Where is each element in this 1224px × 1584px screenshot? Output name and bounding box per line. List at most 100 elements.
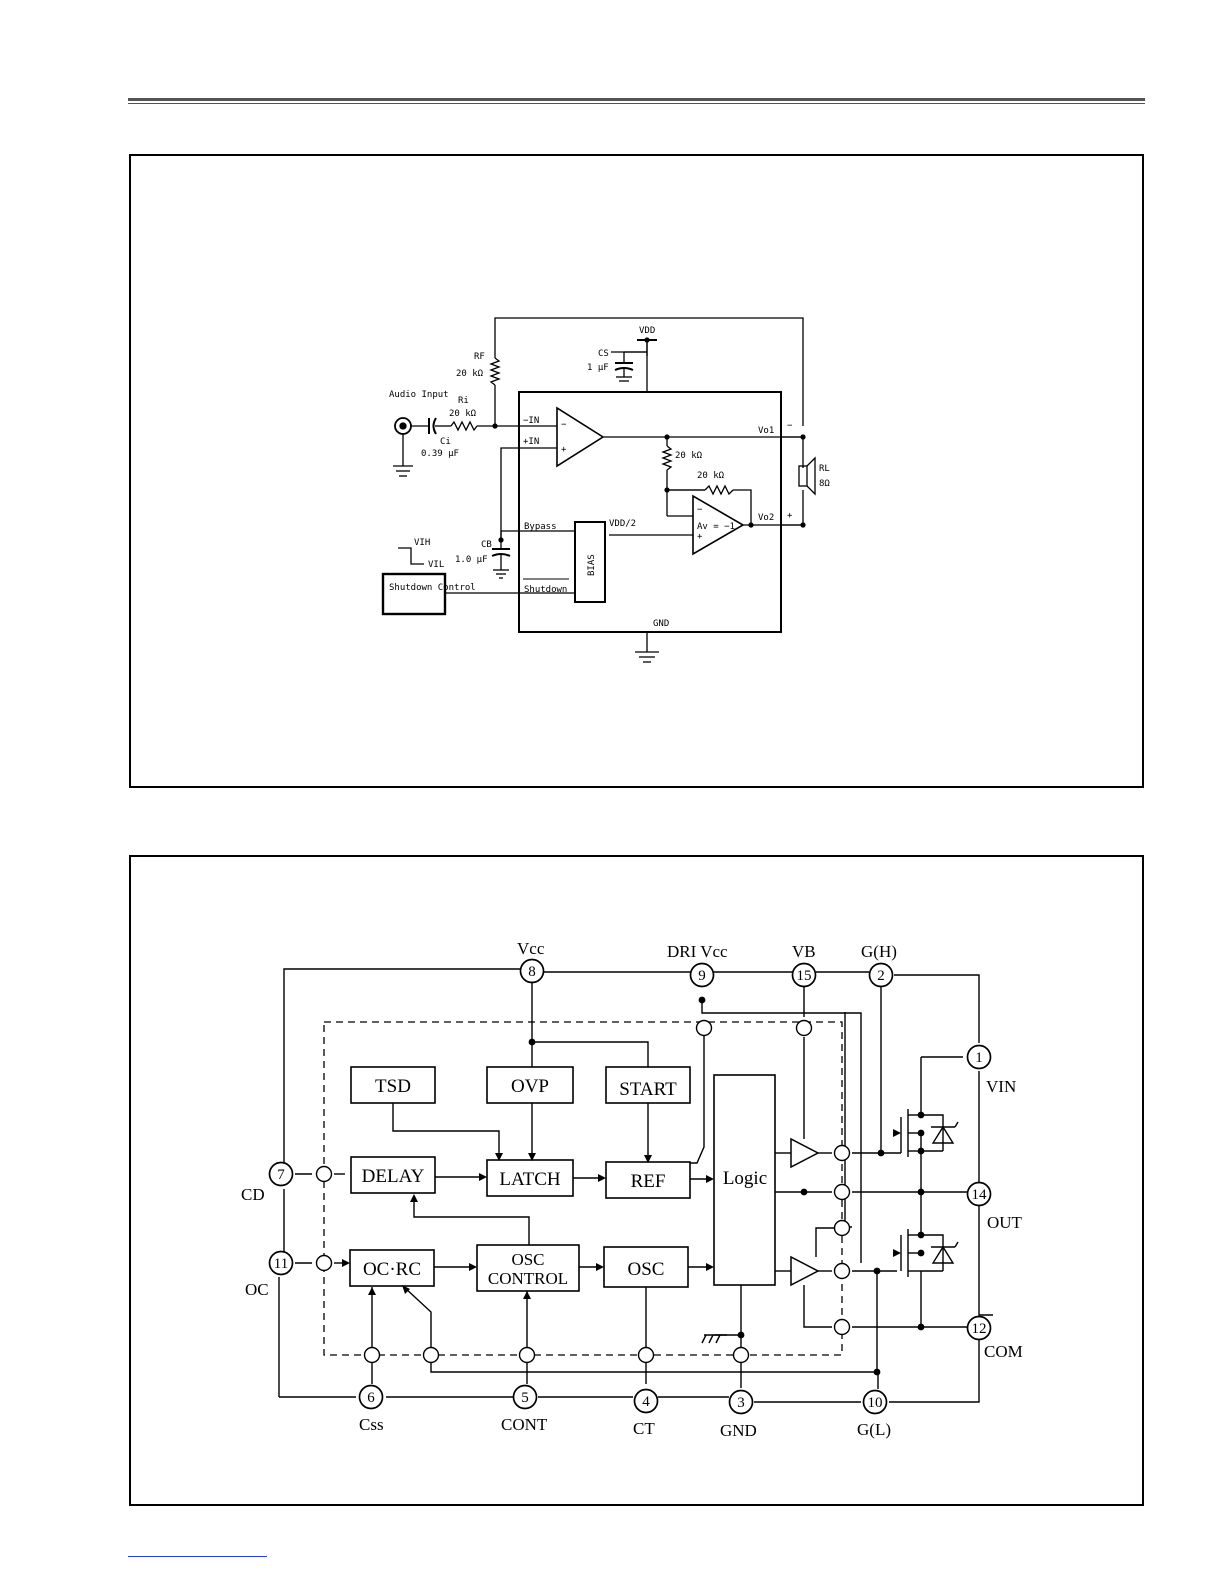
plus-in-label: +IN bbox=[523, 437, 539, 447]
outer-bus-top-left bbox=[283, 968, 532, 1163]
opamp2-minus: − bbox=[697, 505, 703, 515]
pin-3-number: 3 bbox=[737, 1395, 745, 1411]
pin-15-number: 15 bbox=[797, 968, 812, 984]
pin-7-number: 7 bbox=[277, 1167, 285, 1183]
speaker-cone bbox=[806, 456, 816, 496]
opamp1-plus: + bbox=[561, 445, 567, 455]
controller-block-diagram-panel: TSD OVP START DELAY LATCH REF Logic OC·R… bbox=[129, 855, 1144, 1506]
pin-10-number: 10 bbox=[868, 1395, 883, 1411]
ci-capacitor-plate2 bbox=[432, 417, 437, 435]
header-rule-thin bbox=[128, 103, 1145, 104]
block-osc-control bbox=[476, 1244, 580, 1292]
pin-circles bbox=[268, 958, 992, 1415]
diode-high bbox=[931, 1125, 955, 1144]
osc-control-label-1: OSC bbox=[511, 1250, 544, 1269]
logic-label: Logic bbox=[723, 1168, 767, 1189]
pin-2-label: G(H) bbox=[861, 942, 897, 961]
footer-link-underline bbox=[128, 1556, 267, 1557]
r-fb-label: 20 kΩ bbox=[697, 471, 725, 481]
minus-in-label: −IN bbox=[523, 416, 539, 426]
ci-value: 0.39 µF bbox=[421, 449, 459, 459]
vo1-label: Vo1 bbox=[758, 426, 774, 436]
opamp1-minus: − bbox=[561, 420, 567, 430]
pin-9-label: DRI Vcc bbox=[667, 942, 728, 961]
vcc-to-start bbox=[531, 982, 649, 1067]
latch-label: LATCH bbox=[499, 1169, 561, 1190]
vih-label: VIH bbox=[414, 538, 430, 548]
opamp-2 bbox=[692, 494, 745, 556]
pin-1-label: VIN bbox=[986, 1077, 1016, 1096]
amplifier-schematic-panel: Audio Input Ci 0.39 µF Ri 20 kΩ RF 20 kΩ… bbox=[129, 154, 1144, 788]
vih-vil-pulse bbox=[398, 547, 424, 565]
pin-12-number: 12 bbox=[972, 1321, 987, 1337]
pin-10-label: G(L) bbox=[857, 1420, 891, 1439]
ic-body bbox=[518, 391, 782, 633]
arrow-heads bbox=[342, 1129, 901, 1299]
speaker-minus: − bbox=[787, 421, 793, 431]
vo2-label: Vo2 bbox=[758, 513, 774, 523]
speaker-plus: + bbox=[787, 511, 793, 521]
gnd-label: GND bbox=[653, 619, 669, 629]
plus-in-wire bbox=[500, 447, 557, 540]
bypass-label: Bypass bbox=[524, 522, 557, 532]
opamp-1 bbox=[556, 406, 605, 468]
pin-8-number: 8 bbox=[528, 964, 536, 980]
audio-input-label: Audio Input bbox=[389, 390, 449, 400]
pin-6-label: Css bbox=[359, 1415, 384, 1434]
dri-vcc-bus bbox=[701, 1000, 862, 1263]
ref-to-dri-vcc bbox=[690, 1036, 705, 1164]
cs-name: CS bbox=[598, 349, 609, 359]
amplifier-schematic: Audio Input Ci 0.39 µF Ri 20 kΩ RF 20 kΩ… bbox=[381, 317, 830, 663]
start-label: START bbox=[619, 1079, 677, 1100]
audio-jack-center bbox=[399, 422, 407, 430]
shutdown-control-label: Shutdown Control bbox=[389, 583, 476, 593]
controller-block-diagram: TSD OVP START DELAY LATCH REF Logic OC·R… bbox=[241, 939, 1023, 1440]
opamp2-plus: + bbox=[697, 532, 703, 542]
cs-value: 1 µF bbox=[587, 363, 609, 373]
outer-bus-top-right bbox=[894, 974, 980, 1043]
pin-4-number: 4 bbox=[642, 1394, 650, 1410]
av-label: Av = −1 bbox=[697, 522, 735, 532]
shutdown-pin-label: Shutdown bbox=[524, 585, 567, 595]
pin-9-number: 9 bbox=[698, 968, 706, 984]
cs-plate2 bbox=[614, 367, 634, 371]
block-ocrc bbox=[349, 1249, 435, 1287]
ri-value: 20 kΩ bbox=[449, 409, 477, 419]
r-fb-resistor bbox=[704, 484, 734, 496]
block-delay bbox=[350, 1156, 436, 1194]
internal-nodes bbox=[315, 1019, 851, 1364]
ci-name: Ci bbox=[440, 437, 451, 447]
pin-1-number: 1 bbox=[975, 1050, 983, 1066]
r-mid-label: 20 kΩ bbox=[675, 451, 703, 461]
pin-4-label: CT bbox=[633, 1419, 655, 1438]
rl-name: RL bbox=[819, 464, 830, 474]
tsd-label: TSD bbox=[375, 1076, 411, 1097]
junction-dots bbox=[528, 996, 925, 1376]
pin-3-label: GND bbox=[720, 1421, 757, 1440]
cb-value: 1.0 µF bbox=[455, 555, 488, 565]
r-mid-resistor bbox=[661, 445, 673, 471]
rf-feedback-wire bbox=[494, 317, 804, 426]
diode-low bbox=[931, 1245, 955, 1264]
outer-bus-right-com bbox=[978, 1205, 993, 1316]
vdd-label: VDD bbox=[639, 326, 655, 336]
pin-14-label: OUT bbox=[987, 1213, 1023, 1232]
block-logic bbox=[713, 1074, 776, 1286]
rl-value: 8Ω bbox=[819, 479, 830, 489]
rf-value: 20 kΩ bbox=[456, 369, 484, 379]
ri-name: Ri bbox=[458, 396, 469, 406]
bias-block bbox=[574, 521, 606, 603]
ocrc-label: OC·RC bbox=[363, 1259, 421, 1280]
pin-11-number: 11 bbox=[274, 1256, 288, 1272]
driver-buffer-high bbox=[790, 1137, 820, 1169]
pin-5-number: 5 bbox=[521, 1390, 529, 1406]
pin-8-label: Vcc bbox=[517, 939, 545, 958]
pin-2-number: 2 bbox=[877, 968, 885, 984]
vdd-half-label: VDD/2 bbox=[609, 519, 636, 529]
vil-label: VIL bbox=[428, 560, 444, 570]
block-ovp bbox=[486, 1066, 574, 1104]
pin-12-label: COM bbox=[984, 1342, 1023, 1361]
rf-name: RF bbox=[474, 352, 485, 362]
header-rule-thick bbox=[128, 98, 1145, 101]
osc-control-to-delay bbox=[413, 1200, 530, 1245]
